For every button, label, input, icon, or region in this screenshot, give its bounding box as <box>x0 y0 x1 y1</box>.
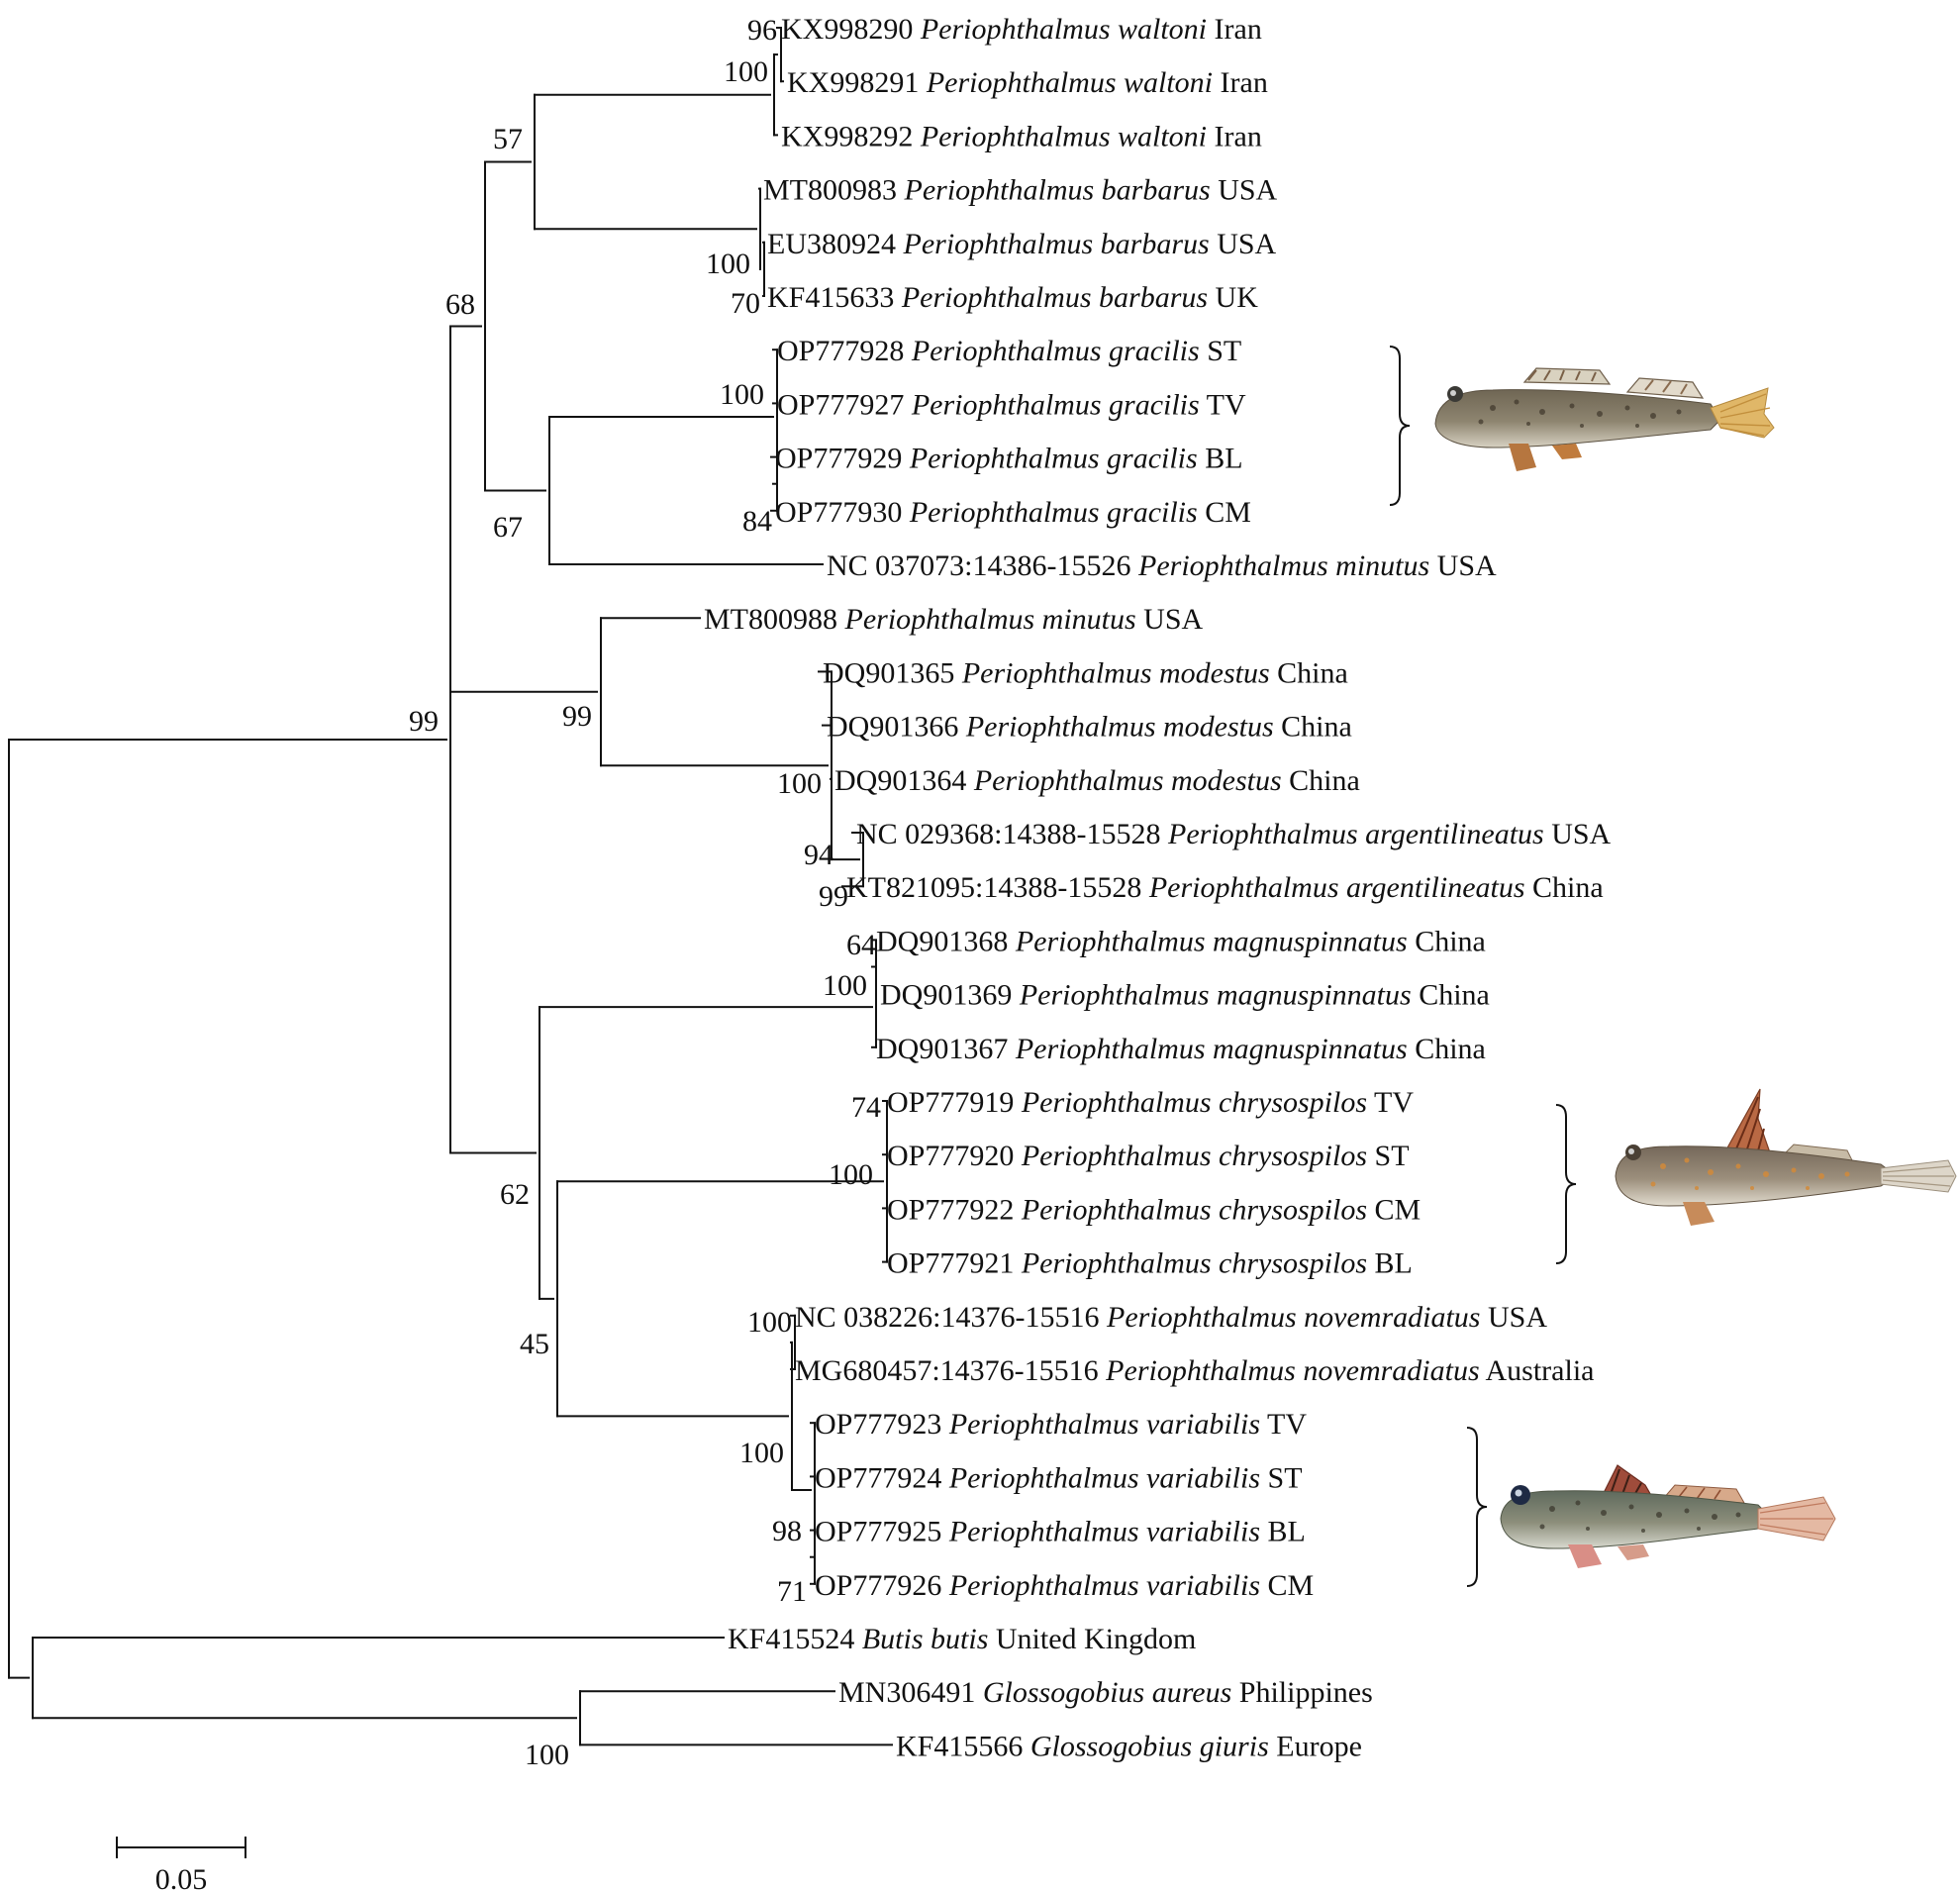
tree-branches <box>8 27 893 1746</box>
support-value: 100 <box>720 378 764 411</box>
support-value: 100 <box>777 767 822 800</box>
leaf-label: OP777930 Periophthalmus gracilis CM <box>775 496 1251 529</box>
leaf-label: OP777927 Periophthalmus gracilis TV <box>777 388 1246 421</box>
bootstrap-support-values: 96 100 57 100 70 68 100 84 67 99 99 100 94 99 64 100 74 1… <box>409 14 881 1771</box>
leaf-label: OP777926 Periophthalmus variabilis CM <box>815 1569 1314 1602</box>
chrysospilos-bracket <box>1555 1104 1577 1264</box>
leaf-label: MT800988 Periophthalmus minutus USA <box>704 603 1204 636</box>
leaf-label: OP777923 Periophthalmus variabilis TV <box>815 1408 1307 1441</box>
support-value: 99 <box>409 705 439 738</box>
support-value: 74 <box>851 1091 881 1124</box>
leaf-label: KX998291 Periophthalmus waltoni Iran <box>787 66 1268 99</box>
leaf-label: KX998292 Periophthalmus waltoni Iran <box>781 120 1262 152</box>
leaf-label: NC 037073:14386-15526 Periophthalmus min… <box>827 549 1497 582</box>
leaf-label: KT821095:14388-15528 Periophthalmus arge… <box>846 871 1604 904</box>
support-value: 99 <box>562 700 592 733</box>
support-value: 100 <box>525 1739 569 1771</box>
leaf-label: OP777928 Periophthalmus gracilis ST <box>777 335 1241 367</box>
support-value: 67 <box>493 511 523 544</box>
leaf-label: DQ901365 Periophthalmus modestus China <box>823 656 1348 689</box>
support-value: 62 <box>500 1178 530 1211</box>
leaf-label: DQ901364 Periophthalmus modestus China <box>834 764 1360 797</box>
leaf-label: EU380924 Periophthalmus barbarus USA <box>767 228 1277 260</box>
leaf-label: MT800983 Periophthalmus barbarus USA <box>763 174 1278 207</box>
leaf-label: OP777922 Periophthalmus chrysospilos CM <box>887 1193 1421 1226</box>
leaf-label: DQ901367 Periophthalmus magnuspinnatus C… <box>876 1033 1486 1065</box>
leaf-labels: KX998290 Periophthalmus waltoni IranKX99… <box>704 13 1612 1762</box>
support-value: 96 <box>747 14 777 47</box>
gracilis-fish-image <box>1434 367 1775 471</box>
leaf-label: NC 029368:14388-15528 Periophthalmus arg… <box>856 818 1612 850</box>
leaf-label: NC 038226:14376-15516 Periophthalmus nov… <box>795 1301 1547 1334</box>
support-value: 99 <box>819 880 848 913</box>
leaf-label: MG680457:14376-15516 Periophthalmus nove… <box>795 1354 1594 1387</box>
leaf-label: DQ901369 Periophthalmus magnuspinnatus C… <box>880 979 1490 1012</box>
support-value: 100 <box>829 1158 873 1191</box>
leaf-label: DQ901368 Periophthalmus magnuspinnatus C… <box>876 925 1486 957</box>
scale-bar-label: 0.05 <box>155 1863 208 1891</box>
leaf-label: OP777921 Periophthalmus chrysospilos BL <box>887 1247 1413 1280</box>
gracilis-bracket <box>1389 346 1411 506</box>
support-value: 100 <box>706 248 750 280</box>
leaf-label: KF415524 Butis butis United Kingdom <box>728 1623 1196 1655</box>
leaf-label: KX998290 Periophthalmus waltoni Iran <box>781 13 1262 46</box>
support-value: 100 <box>739 1437 784 1469</box>
leaf-label: OP777929 Periophthalmus gracilis BL <box>775 443 1243 475</box>
support-value: 71 <box>777 1575 807 1608</box>
leaf-label: KF415566 Glossogobius giuris Europe <box>896 1730 1362 1762</box>
support-value: 100 <box>724 55 768 88</box>
variabilis-fish-image <box>1500 1464 1836 1568</box>
support-value: 98 <box>772 1515 802 1547</box>
leaf-label: OP777920 Periophthalmus chrysospilos ST <box>887 1140 1410 1172</box>
support-value: 70 <box>731 287 760 320</box>
support-value: 45 <box>520 1328 549 1360</box>
leaf-label: OP777924 Periophthalmus variabilis ST <box>815 1461 1303 1494</box>
leaf-label: KF415633 Periophthalmus barbarus UK <box>767 281 1258 314</box>
support-value: 84 <box>742 505 772 538</box>
scale-bar: 0.05 <box>116 1837 246 1891</box>
variabilis-bracket <box>1466 1427 1488 1587</box>
support-value: 100 <box>823 969 867 1002</box>
leaf-label: OP777919 Periophthalmus chrysospilos TV <box>887 1086 1414 1119</box>
support-value: 57 <box>493 123 523 155</box>
leaf-label: OP777925 Periophthalmus variabilis BL <box>815 1516 1306 1548</box>
support-value: 68 <box>445 288 475 321</box>
leaf-label: DQ901366 Periophthalmus modestus China <box>827 711 1352 744</box>
support-value: 100 <box>747 1306 792 1339</box>
chrysospilos-fish-image <box>1615 1088 1957 1226</box>
leaf-label: MN306491 Glossogobius aureus Philippines <box>838 1676 1373 1709</box>
support-value: 94 <box>804 839 833 871</box>
support-value: 64 <box>846 929 876 961</box>
